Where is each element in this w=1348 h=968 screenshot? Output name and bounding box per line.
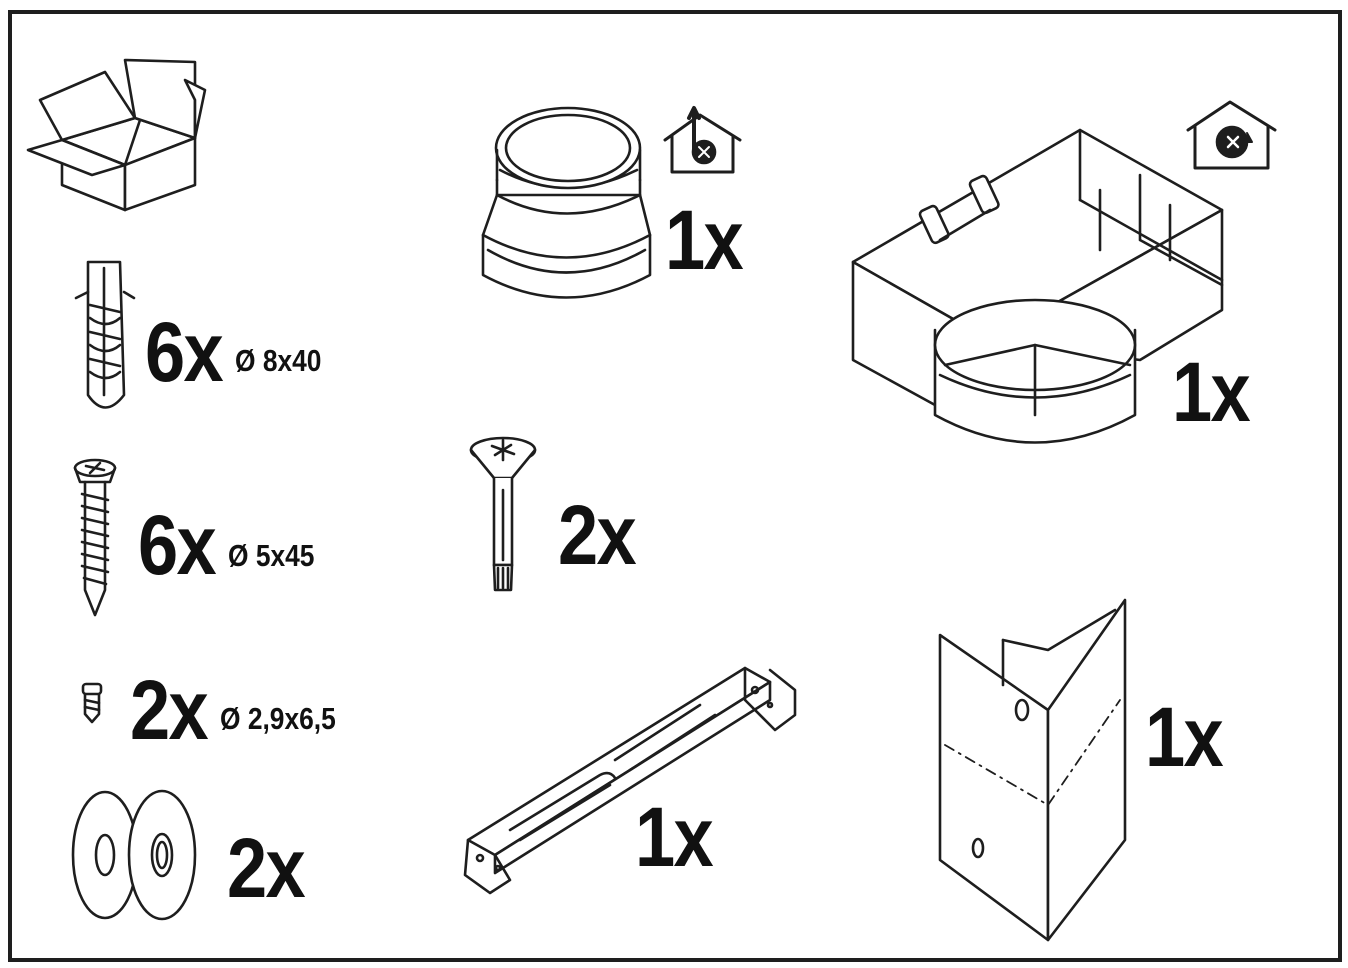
chimney-corner-panel-icon bbox=[938, 598, 1127, 942]
wood-screw-spec: Ø 5x45 bbox=[228, 538, 315, 573]
duct-reducer-icon bbox=[481, 106, 652, 299]
small-screw-quantity: 2x bbox=[130, 663, 209, 757]
extraction-mode-icon bbox=[663, 106, 742, 174]
wall-plug-icon bbox=[74, 260, 136, 409]
reducer-quantity: 1x bbox=[665, 193, 744, 287]
wood-screw-quantity: 6x bbox=[138, 498, 217, 592]
anchor-bolt-icon bbox=[469, 436, 537, 592]
mounting-bracket-icon bbox=[463, 666, 797, 895]
corner-panel-quantity: 1x bbox=[1145, 690, 1224, 784]
deflector-quantity: 1x bbox=[1172, 345, 1251, 439]
small-screw-spec: Ø 2,9x6,5 bbox=[220, 701, 336, 736]
bracket-quantity: 1x bbox=[635, 790, 714, 884]
package-box-icon bbox=[26, 58, 207, 212]
wall-plug-quantity: 6x bbox=[145, 305, 224, 399]
wall-plug-spec: Ø 8x40 bbox=[235, 343, 322, 378]
recirculation-mode-icon bbox=[1186, 100, 1277, 170]
washer-quantity: 2x bbox=[227, 821, 306, 915]
washer-icon bbox=[71, 789, 197, 921]
wood-screw-icon bbox=[73, 458, 117, 617]
anchor-bolt-quantity: 2x bbox=[558, 488, 637, 582]
air-deflector-icon bbox=[851, 128, 1224, 444]
small-screw-icon bbox=[81, 682, 103, 724]
